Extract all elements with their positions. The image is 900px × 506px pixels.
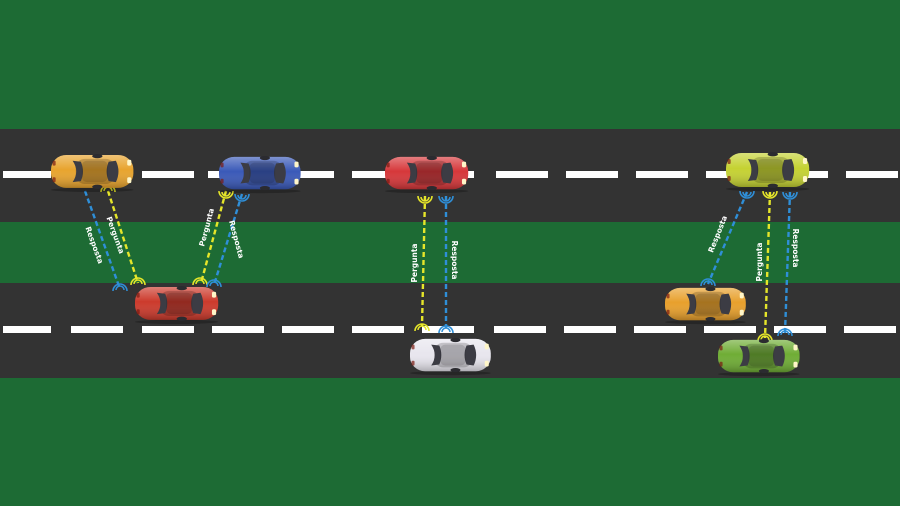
- car-blue-top: [219, 155, 301, 194]
- signal-wave-icon: [417, 195, 433, 204]
- signal-wave-icon: [438, 325, 454, 334]
- signal-wave-icon: [206, 279, 222, 288]
- car-white-bottom: [410, 337, 491, 376]
- answer-link-1: [83, 190, 122, 290]
- question-link-3: [420, 195, 427, 327]
- car-red-top: [385, 155, 469, 194]
- signal-wave-icon: [218, 190, 234, 199]
- answer-link-4: [706, 191, 749, 285]
- signal-wave-icon: [438, 195, 454, 204]
- signal-wave-icon: [112, 283, 128, 292]
- signal-wave-icon: [414, 323, 430, 332]
- car-orange-top: [51, 153, 134, 192]
- car-red-bottom: [135, 285, 219, 324]
- signal-wave-icon: [700, 278, 716, 287]
- signal-wave-icon: [757, 333, 773, 342]
- car-lime-top: [726, 152, 810, 192]
- question-label: Pergunta: [410, 244, 419, 283]
- signal-emitters: [100, 184, 798, 342]
- signal-wave-icon: [777, 328, 793, 337]
- answer-label: Resposta: [791, 229, 800, 268]
- signal-wave-icon: [782, 191, 798, 200]
- car-green-bottom: [718, 338, 800, 377]
- question-link-5: [763, 191, 772, 339]
- bottom-lane-markings: [3, 326, 896, 333]
- signal-wave-icon: [192, 277, 208, 286]
- car-orange-bottom: [665, 286, 746, 325]
- question-label: Pergunta: [755, 243, 764, 282]
- signal-wave-icon: [739, 190, 755, 199]
- answer-label: Resposta: [450, 241, 459, 280]
- signal-wave-icon: [234, 193, 250, 202]
- signal-wave-icon: [762, 190, 778, 199]
- communication-links: [83, 190, 792, 339]
- signal-wave-icon: [130, 277, 146, 286]
- question-link-1: [106, 190, 140, 284]
